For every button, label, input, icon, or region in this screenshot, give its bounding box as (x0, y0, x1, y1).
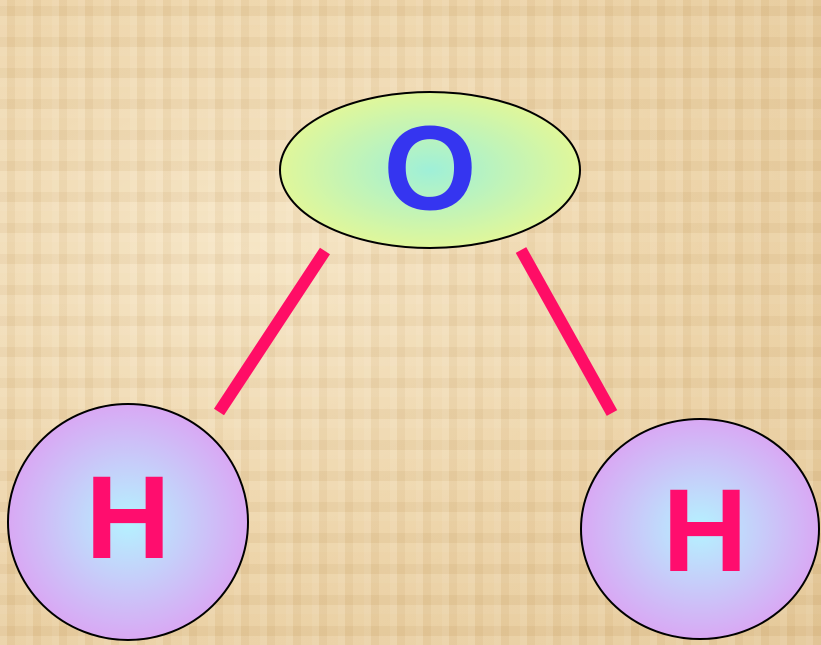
hydrogen-atom-left-label: H (85, 452, 170, 584)
hydrogen-atom-left-shape (7, 403, 249, 641)
hydrogen-atom-right-shape (580, 418, 820, 640)
bond-left (213, 247, 331, 416)
hydrogen-atom-right-label: H (662, 465, 747, 597)
bond-right (515, 247, 618, 416)
hydrogen-atom-left: H (7, 403, 249, 641)
oxygen-atom: O (279, 91, 581, 249)
oxygen-atom-label: O (383, 102, 476, 236)
oxygen-atom-shape (279, 91, 581, 249)
hydrogen-atom-right: H (580, 418, 820, 640)
